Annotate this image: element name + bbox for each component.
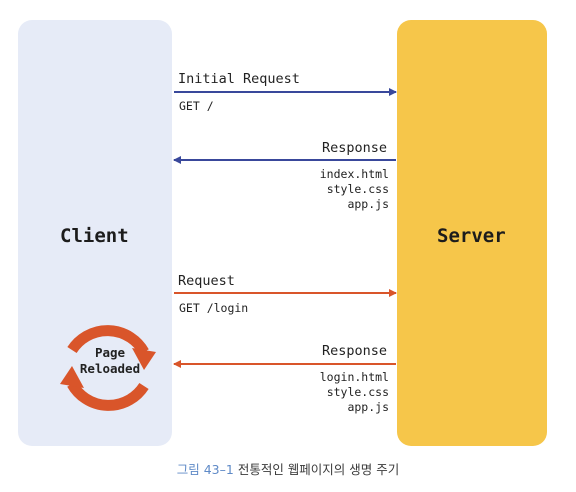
login-response-label: Response bbox=[322, 343, 388, 359]
caption-text: 전통적인 웹페이지의 생명 주기 bbox=[237, 462, 400, 477]
client-title: Client bbox=[60, 225, 129, 247]
initial-request-detail: GET / bbox=[179, 99, 214, 113]
response-file: app.js bbox=[347, 400, 389, 414]
figure-caption: 그림 43–1 전통적인 웹페이지의 생명 주기 bbox=[0, 459, 576, 478]
reload-label-reloaded: Reloaded bbox=[79, 361, 141, 376]
reload-icon bbox=[60, 325, 156, 411]
caption-number: 그림 43–1 bbox=[176, 462, 234, 477]
response-file: app.js bbox=[347, 197, 389, 211]
response-file: login.html bbox=[319, 370, 389, 384]
response-file: style.css bbox=[326, 182, 389, 196]
response-file: style.css bbox=[326, 385, 389, 399]
login-response-files: login.html style.css app.js bbox=[320, 370, 389, 415]
server-box bbox=[397, 20, 547, 446]
initial-request-label: Initial Request bbox=[178, 71, 300, 87]
login-request-detail: GET /login bbox=[179, 301, 249, 315]
server-title: Server bbox=[437, 225, 506, 247]
login-request-label: Request bbox=[178, 273, 235, 289]
initial-response-files: index.html style.css app.js bbox=[320, 167, 389, 212]
reload-label-page: Page bbox=[94, 345, 126, 360]
response-file: index.html bbox=[319, 167, 389, 181]
client-box bbox=[18, 20, 172, 446]
initial-response-label: Response bbox=[322, 140, 388, 156]
